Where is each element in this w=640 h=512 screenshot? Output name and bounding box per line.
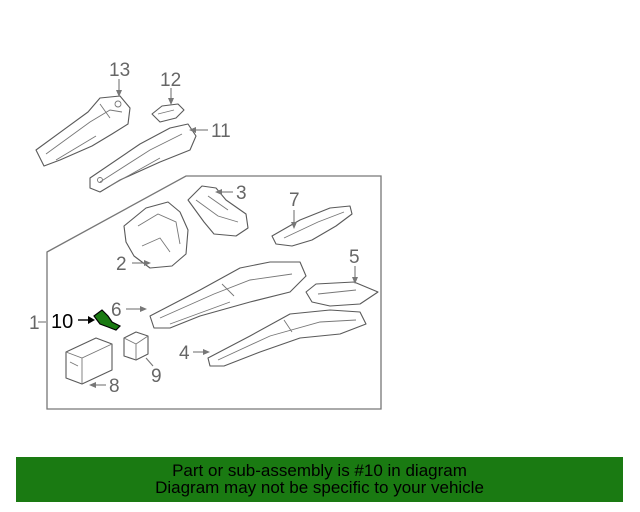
callout-5: 5 xyxy=(349,247,360,268)
part-9-mount-block[interactable] xyxy=(123,331,149,361)
banner-line-1: Part or sub-assembly is #10 in diagram xyxy=(172,461,467,480)
callout-13: 13 xyxy=(109,60,130,81)
callout-8: 8 xyxy=(109,376,120,397)
part-5-bracket-plate[interactable] xyxy=(305,281,379,307)
callout-11: 11 xyxy=(211,121,231,142)
part-8-bracket-box[interactable] xyxy=(65,337,113,385)
part-6-frame-rail[interactable] xyxy=(149,261,307,329)
part-13-upper-rail[interactable] xyxy=(35,95,131,167)
banner-line-2: Diagram may not be specific to your vehi… xyxy=(155,478,484,497)
callout-10: 10 xyxy=(51,311,73,333)
part-12-bracket[interactable] xyxy=(151,103,185,123)
callout-7: 7 xyxy=(289,190,300,211)
part-3-apron[interactable] xyxy=(187,185,249,237)
callout-4: 4 xyxy=(179,343,190,364)
callout-3: 3 xyxy=(236,183,247,204)
part-11-rail-extension[interactable] xyxy=(89,123,197,193)
callout-12: 12 xyxy=(160,70,181,91)
part-7-reinforcement[interactable] xyxy=(271,205,353,247)
callout-9: 9 xyxy=(151,366,162,387)
part-4-lower-rail[interactable] xyxy=(207,309,367,367)
callout-1: 1 xyxy=(29,313,40,334)
part-10-bolt[interactable] xyxy=(93,309,122,331)
info-banner: Part or sub-assembly is #10 in diagram D… xyxy=(16,457,623,502)
part-2-wheelhouse[interactable] xyxy=(123,201,189,269)
parts-diagram: 13 12 11 3 2 7 6 xyxy=(29,60,382,410)
callout-2: 2 xyxy=(116,254,127,275)
assembly-frame xyxy=(46,175,382,410)
callout-6: 6 xyxy=(111,300,122,321)
